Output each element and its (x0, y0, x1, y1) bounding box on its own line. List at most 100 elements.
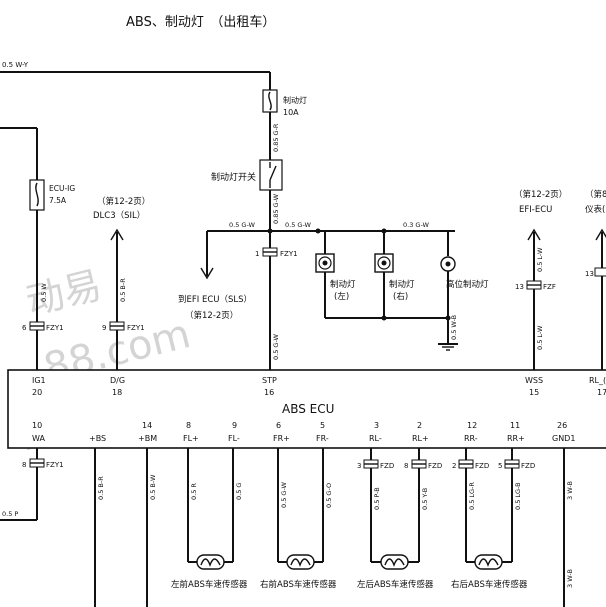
pin-rrm-num: 12 (467, 421, 477, 430)
wire-label-w5: 0.3 G-W (403, 221, 430, 229)
brake-switch (259, 159, 283, 191)
conn-num-13: 13 (515, 283, 524, 291)
switch-label: 制动灯开关 (211, 171, 256, 183)
pin-gnd1-num: 26 (557, 421, 567, 430)
pin-ig1-name: IG1 (32, 376, 46, 385)
wire-label-w22: 3 W-B (566, 569, 574, 588)
pin-bm-name: +BM (138, 434, 157, 443)
wire-label-w6: 0.5 W-B (450, 315, 458, 340)
pin-flp-num: 8 (186, 421, 191, 430)
pin-rrp-name: RR+ (507, 434, 525, 443)
pin-wa-name: WA (32, 434, 45, 443)
wire-label-w14: 0.5 G (235, 483, 243, 500)
pin-wss-name: WSS (525, 376, 543, 385)
conn-fzy1-ig1: FZY1 (46, 324, 64, 332)
conn-num-8: 8 (22, 461, 26, 469)
efi-ref-name: EFI-ECU (519, 205, 552, 215)
pin-frp-num: 6 (276, 421, 281, 430)
pin-frm-num: 5 (320, 421, 325, 430)
pin-bs-name: +BS (89, 434, 106, 443)
conn-fzf: FZF (543, 283, 556, 291)
efi-ref-page: （第12-2页） (514, 189, 567, 200)
abs-ecu-name: ABS ECU (282, 402, 334, 416)
wire-label-w3: 0.5 G-W (229, 221, 256, 229)
pin-rrp-num: 11 (510, 421, 520, 430)
watermark-line-1: 动易 (22, 263, 106, 324)
pin-frp-name: FR+ (273, 434, 290, 443)
conn-num-6: 6 (22, 324, 27, 332)
conn-fzd-4: FZD (521, 462, 535, 470)
conn-fzy1-dg: FZY1 (127, 324, 145, 332)
wire-label-w10: 0.5 L-W (536, 247, 544, 272)
wire-label-w1: 0.85 G-R (272, 123, 280, 152)
pin-rlm-num: 3 (374, 421, 379, 430)
wire-label-w16: 0.5 G-O (325, 483, 333, 508)
conn-fzd-3: FZD (475, 462, 489, 470)
sensor-rear-right (466, 554, 512, 570)
pin-wss-num: 15 (529, 388, 539, 397)
wire-label-w15: 0.5 G-W (280, 481, 288, 508)
pin-frm-name: FR- (316, 434, 329, 443)
wire-label-w7: 0.5 G-W (272, 333, 280, 360)
conn-num-8b: 8 (404, 462, 408, 470)
dlc3-ref-name: DLC3（SIL） (93, 210, 145, 221)
sls-ref-line2: （第12-2页） (185, 310, 238, 321)
pin-bm-num: 14 (142, 421, 152, 430)
wire-label-top: 0.5 W-Y (2, 61, 29, 69)
wire-label-w17: 0.5 P-B (373, 487, 381, 510)
pin-stp-name: STP (262, 376, 277, 385)
wire-label-w18: 0.5 Y-B (421, 488, 429, 510)
pin-rlm-name: RL- (369, 434, 382, 443)
conn-num-2: 2 (452, 462, 456, 470)
pin-dg-num: 18 (112, 388, 122, 397)
pin-gnd1-name: GND1 (552, 434, 575, 443)
sensor-rear-left (371, 554, 419, 570)
pin-rlp-name: RL+ (412, 434, 429, 443)
wire-label-w9: 0.5 B-R (119, 278, 127, 302)
pin-wa-num: 10 (32, 421, 42, 430)
page-title: ABS、制动灯 （出租车） (126, 14, 275, 30)
conn-num-5: 5 (498, 462, 502, 470)
conn-num-1: 1 (255, 250, 259, 258)
lamp-high-label: 高位制动灯 (446, 279, 489, 290)
fuse-ecu-rating: 7.5A (49, 196, 67, 205)
lamp-right-label: 制动灯(右) (389, 279, 415, 302)
meter-ref-page: （第8- (585, 189, 606, 200)
conn-fzy1-wa: FZY1 (46, 461, 64, 469)
abs-ecu-box (7, 369, 606, 449)
pin-flm-num: 9 (232, 421, 237, 430)
pin-dg-name: D/G (110, 376, 125, 385)
pin-flm-name: FL- (228, 434, 240, 443)
wire-label-w13: 0.5 R (190, 483, 198, 500)
fuse-brake-rating: 10A (283, 108, 299, 117)
sensor-front-left (188, 554, 233, 570)
sensor-label-rr: 右后ABS车速传感器 (451, 579, 528, 590)
wire-label-w8: 0.5 W (40, 283, 48, 302)
pin-flp-name: FL+ (183, 434, 199, 443)
sensor-label-fr: 右前ABS车速传感器 (260, 579, 337, 590)
pin-ig1-num: 20 (32, 388, 42, 397)
dlc3-ref-page: （第12-2页） (97, 196, 150, 207)
wire-label-w2: 0.85 G-W (272, 193, 280, 224)
sls-ref-line1: 到EFI ECU（SLS） (178, 294, 252, 305)
conn-num-9: 9 (102, 324, 106, 332)
conn-num-13b: 13 (585, 270, 594, 278)
wire-label-w10b: 0.5 L-W (536, 325, 544, 350)
conn-fzd-1: FZD (380, 462, 394, 470)
wire-label-w4: 0.5 G-W (285, 221, 312, 229)
sensor-front-right (278, 554, 323, 570)
wire-label-w12: 0.5 B-W (149, 474, 157, 500)
pin-rl-name: RL_( (589, 376, 606, 385)
wire-label-w20: 0.5 LG-B (514, 482, 522, 510)
sensor-label-rl: 左后ABS车速传感器 (357, 579, 434, 590)
pin-stp-num: 16 (264, 388, 274, 397)
sensor-label-fl: 左前ABS车速传感器 (171, 579, 248, 590)
conn-fzd-2: FZD (428, 462, 442, 470)
pin-rl-num: 17 (597, 388, 606, 397)
pin-rlp-num: 2 (417, 421, 422, 430)
wire-label-w23: 0.5 P (2, 510, 18, 518)
fuse-brake-name: 制动灯 (283, 95, 307, 105)
conn-fzy1-stp: FZY1 (280, 250, 298, 258)
wire-label-w19: 0.5 LG-R (468, 482, 476, 510)
